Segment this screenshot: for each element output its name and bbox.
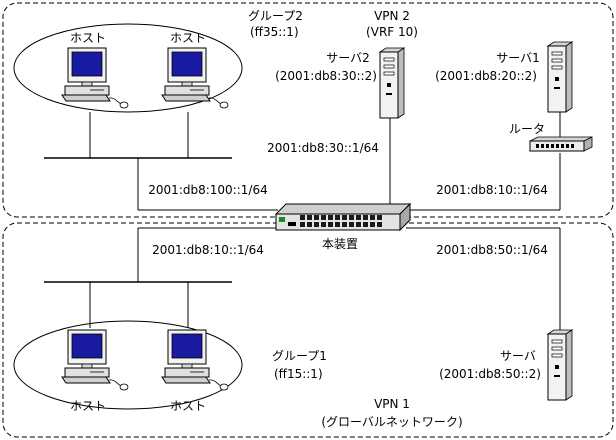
host-label: ホスト — [170, 31, 206, 45]
host-label: ホスト — [170, 399, 206, 413]
vpn2-title: VPN 2 — [374, 9, 410, 23]
group2-name: グループ2 — [248, 9, 303, 23]
desktop-computer-icon[interactable] — [61, 329, 129, 391]
vpn1-subtitle: (グローバルネットワーク) — [321, 415, 462, 429]
vpn2-area — [2, 2, 614, 218]
vpn2-links — [44, 112, 561, 211]
network-switch-icon[interactable] — [274, 202, 412, 232]
group1-name: グループ1 — [272, 349, 327, 363]
device-name: 本装置 — [322, 237, 358, 251]
subnet-server: 2001:db8:50::1/64 — [436, 243, 548, 257]
server1-address: (2001:db8:20::2) — [435, 69, 537, 83]
vpn1-links — [44, 227, 561, 332]
desktop-computer-icon[interactable] — [161, 47, 229, 109]
router-name: ルータ — [509, 122, 545, 136]
vpn2-vrf: (VRF 10) — [366, 25, 418, 39]
server-address: (2001:db8:50::2) — [439, 367, 541, 381]
subnet-server2: 2001:db8:30::1/64 — [267, 141, 379, 155]
router-icon[interactable] — [529, 136, 593, 152]
tower-server-icon[interactable] — [379, 47, 405, 119]
group1-address: (ff15::1) — [274, 367, 323, 381]
server1-name: サーバ1 — [496, 51, 540, 65]
server2-name: サーバ2 — [326, 51, 370, 65]
tower-server-icon[interactable] — [547, 41, 573, 113]
desktop-computer-icon[interactable] — [161, 329, 229, 391]
host-label: ホスト — [70, 31, 106, 45]
subnet-vpn1-hosts: 2001:db8:10::1/64 — [152, 243, 264, 257]
vpn1-title: VPN 1 — [374, 397, 410, 411]
group2-address: (ff35::1) — [250, 25, 299, 39]
group1-ellipse — [13, 320, 243, 410]
subnet-vpn2-hosts: 2001:db8:100::1/64 — [148, 183, 267, 197]
tower-server-icon[interactable] — [547, 329, 573, 401]
server-name: サーバ — [500, 349, 536, 363]
subnet-router: 2001:db8:10::1/64 — [436, 183, 548, 197]
host-label: ホスト — [70, 399, 106, 413]
desktop-computer-icon[interactable] — [61, 47, 129, 109]
group2-ellipse — [13, 23, 243, 113]
server2-address: (2001:db8:30::2) — [275, 69, 377, 83]
